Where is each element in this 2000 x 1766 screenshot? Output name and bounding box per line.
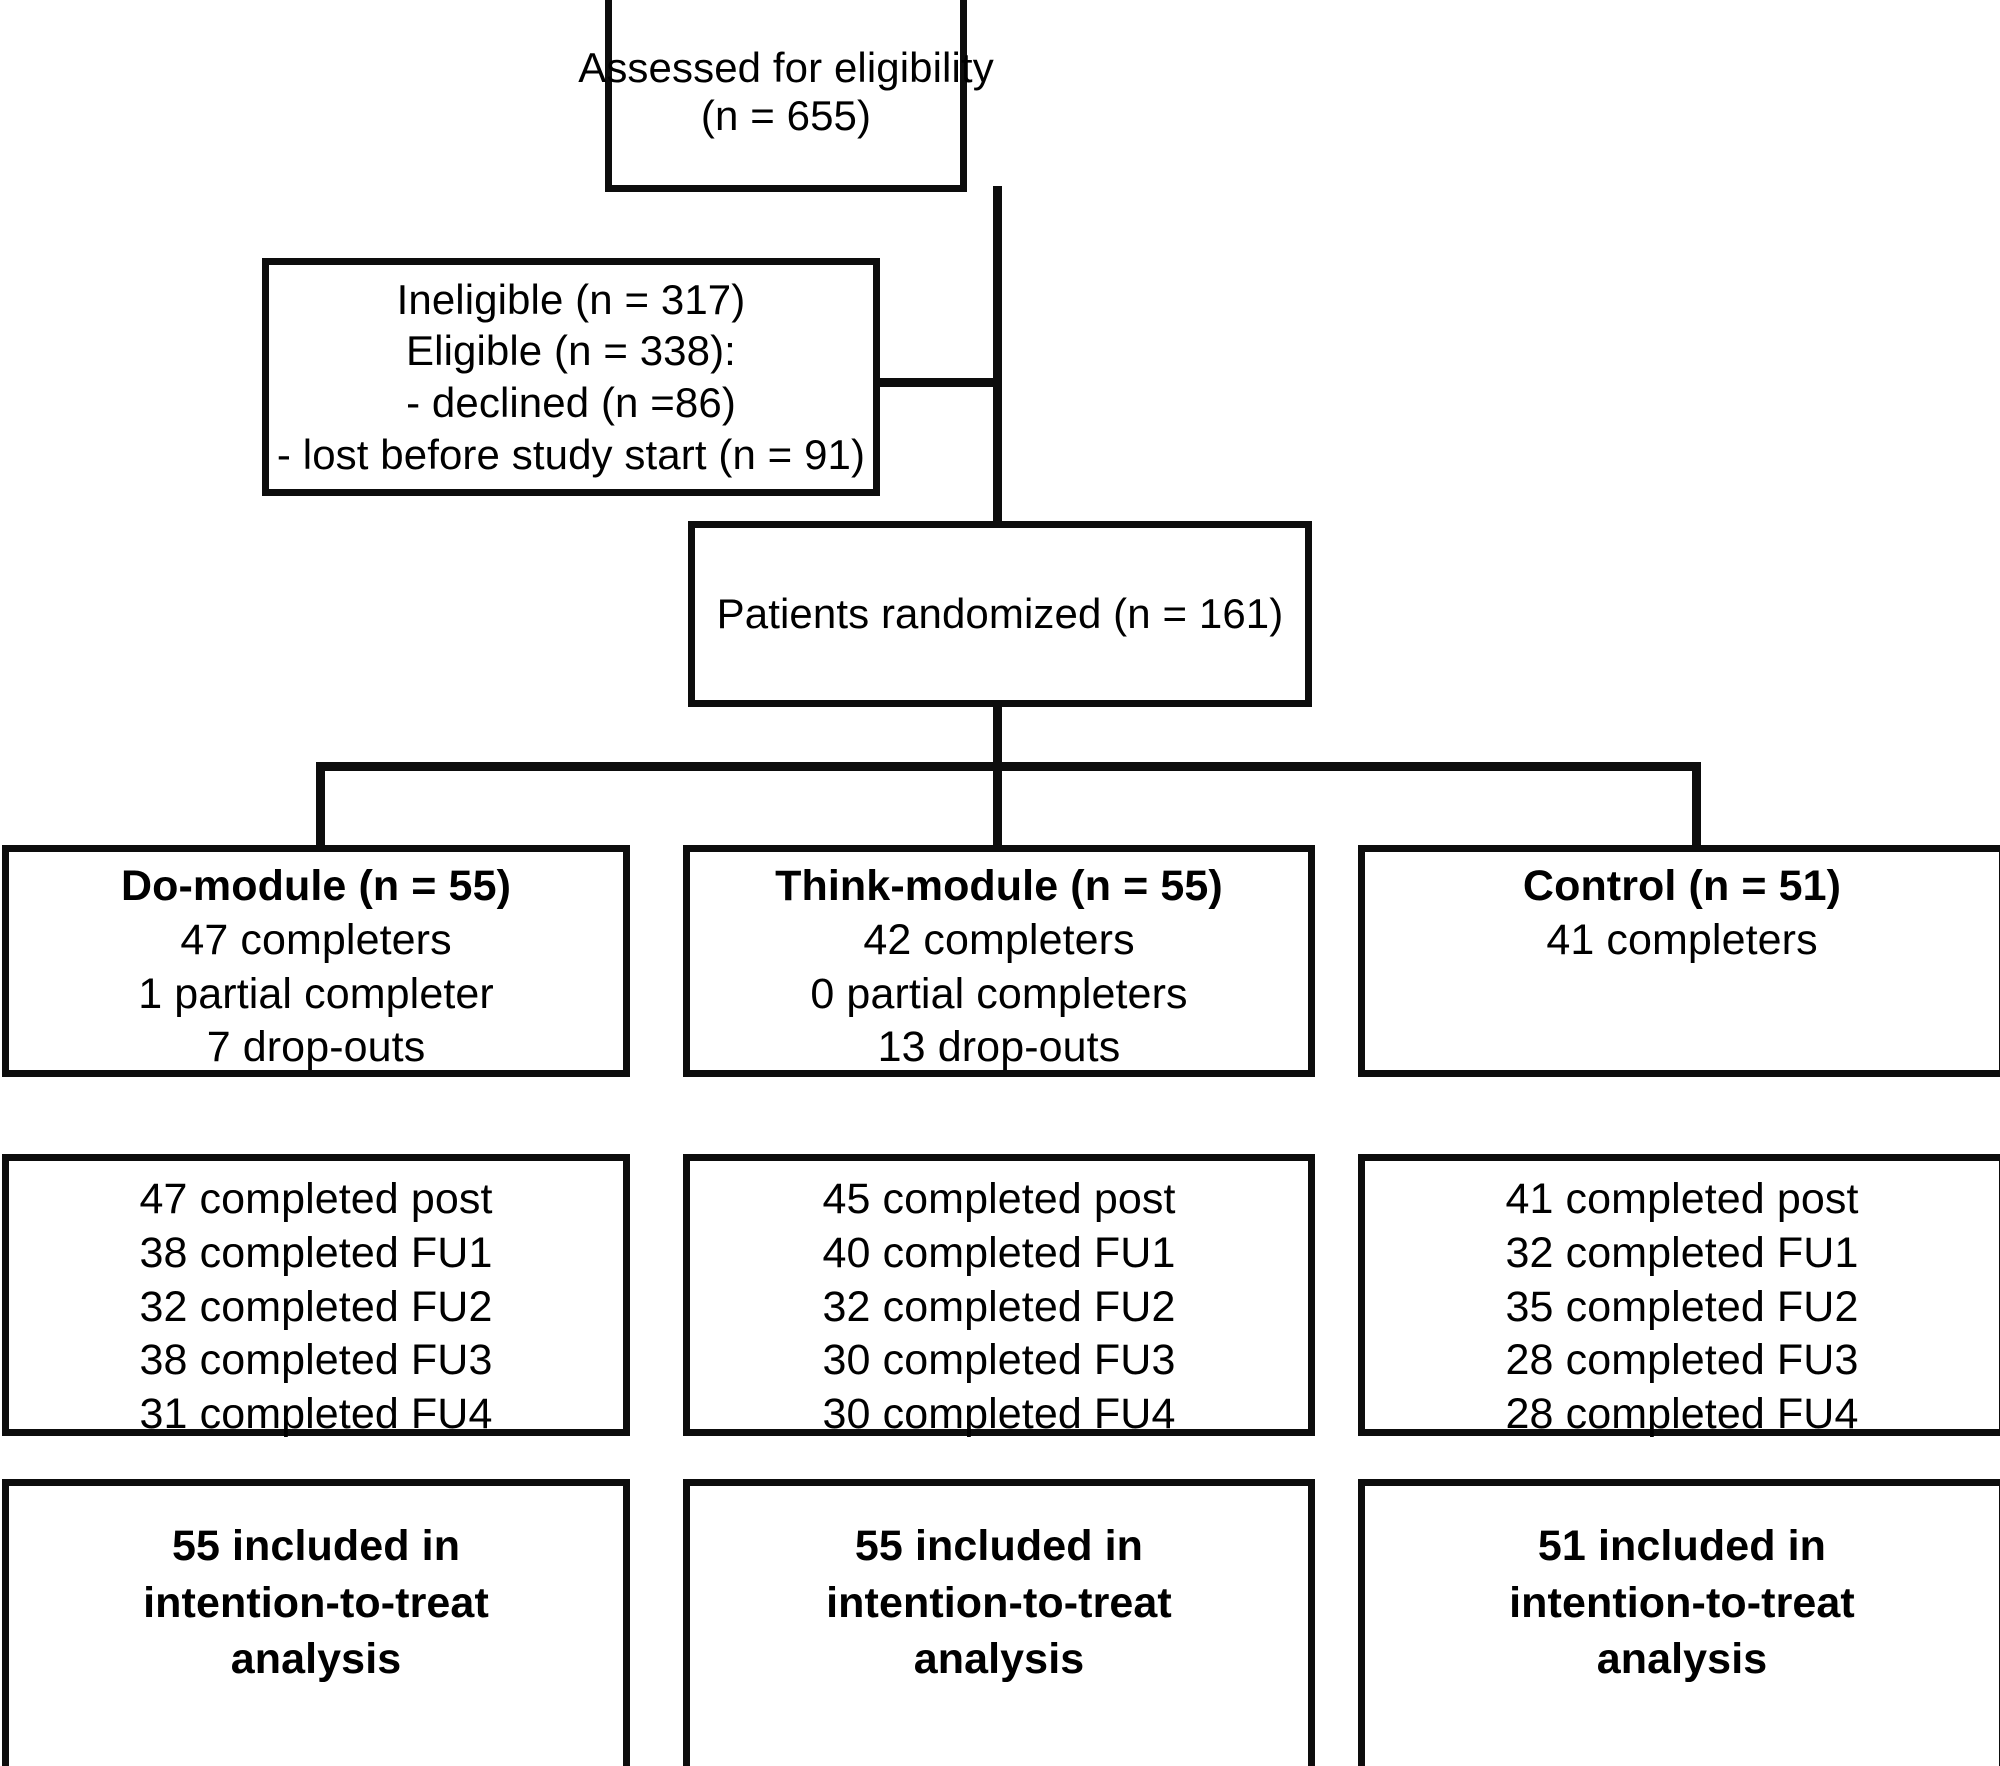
connector-drop-think-module (993, 762, 1002, 850)
box-assessed-for-eligibility: Assessed for eligibility (n = 655) (578, 0, 994, 192)
group-title: Think-module (n = 55) (775, 862, 1223, 910)
followup-post: 47 completed post (139, 1175, 493, 1223)
followup-fu2: 32 completed FU2 (822, 1282, 1176, 1331)
group-completers: 41 completers (1546, 915, 1818, 964)
connector-drop-do-module (316, 762, 325, 850)
assessed-line-1: Assessed for eligibility (578, 44, 994, 92)
group-title: Control (n = 51) (1522, 862, 1842, 910)
followup-fu1: 38 completed FU1 (139, 1228, 493, 1277)
group-partial-completers: 1 partial completer (138, 969, 494, 1018)
box-followups-think-module: 45 completed post 40 completed FU1 32 co… (683, 1154, 1315, 1438)
followup-fu4: 28 completed FU4 (1505, 1390, 1859, 1438)
connector-trunk-to-screening (874, 378, 998, 387)
followup-fu4: 30 completed FU4 (822, 1390, 1176, 1438)
box-followups-do-module: 47 completed post 38 completed FU1 32 co… (2, 1154, 630, 1438)
group-partial-completers: 0 partial completers (810, 969, 1188, 1018)
followup-fu2: 35 completed FU2 (1505, 1282, 1859, 1331)
box-group-control: Control (n = 51) 41 completers (1358, 845, 2000, 1077)
group-completers: 47 completers (180, 915, 452, 964)
connector-randomized-to-groups (993, 703, 1002, 769)
box-patients-randomized: Patients randomized (n = 161) (688, 521, 1312, 707)
box-screening-exclusions: Ineligible (n = 317) Eligible (n = 338):… (262, 258, 880, 496)
randomized-label: Patients randomized (n = 161) (716, 590, 1284, 638)
group-dropouts: 13 drop-outs (877, 1023, 1121, 1072)
screening-line-lost: - lost before study start (n = 91) (276, 430, 866, 478)
screening-line-ineligible: Ineligible (n = 317) (396, 275, 746, 323)
box-group-do-module: Do-module (n = 55) 47 completers 1 parti… (2, 845, 630, 1077)
box-followups-control: 41 completed post 32 completed FU1 35 co… (1358, 1154, 2000, 1438)
screening-line-declined: - declined (n =86) (406, 379, 736, 426)
followup-fu3: 30 completed FU3 (822, 1336, 1176, 1385)
connector-drop-control (1692, 762, 1701, 850)
itt-label: 51 included in intention-to-treat analys… (1509, 1521, 1855, 1684)
followup-post: 41 completed post (1505, 1175, 1859, 1223)
itt-label: 55 included in intention-to-treat analys… (826, 1521, 1172, 1684)
followup-fu1: 40 completed FU1 (822, 1228, 1176, 1277)
box-group-think-module: Think-module (n = 55) 42 completers 0 pa… (683, 845, 1315, 1077)
followup-fu3: 38 completed FU3 (139, 1336, 493, 1385)
assessed-line-2: (n = 655) (700, 92, 872, 139)
connector-group-distribution-bar (316, 762, 1701, 771)
box-itt-control: 51 included in intention-to-treat analys… (1358, 1479, 2000, 1766)
connector-assessed-to-randomized (993, 186, 1002, 526)
group-title: Do-module (n = 55) (120, 862, 512, 910)
screening-line-eligible: Eligible (n = 338): (406, 327, 736, 375)
followup-fu1: 32 completed FU1 (1505, 1228, 1859, 1277)
box-itt-think-module: 55 included in intention-to-treat analys… (683, 1479, 1315, 1766)
followup-fu2: 32 completed FU2 (139, 1282, 493, 1331)
group-completers: 42 completers (863, 915, 1135, 964)
followup-fu3: 28 completed FU3 (1505, 1336, 1859, 1385)
followup-fu4: 31 completed FU4 (139, 1390, 493, 1438)
itt-label: 55 included in intention-to-treat analys… (143, 1521, 489, 1684)
box-itt-do-module: 55 included in intention-to-treat analys… (2, 1479, 630, 1766)
followup-post: 45 completed post (822, 1175, 1176, 1223)
group-dropouts: 7 drop-outs (206, 1023, 426, 1072)
